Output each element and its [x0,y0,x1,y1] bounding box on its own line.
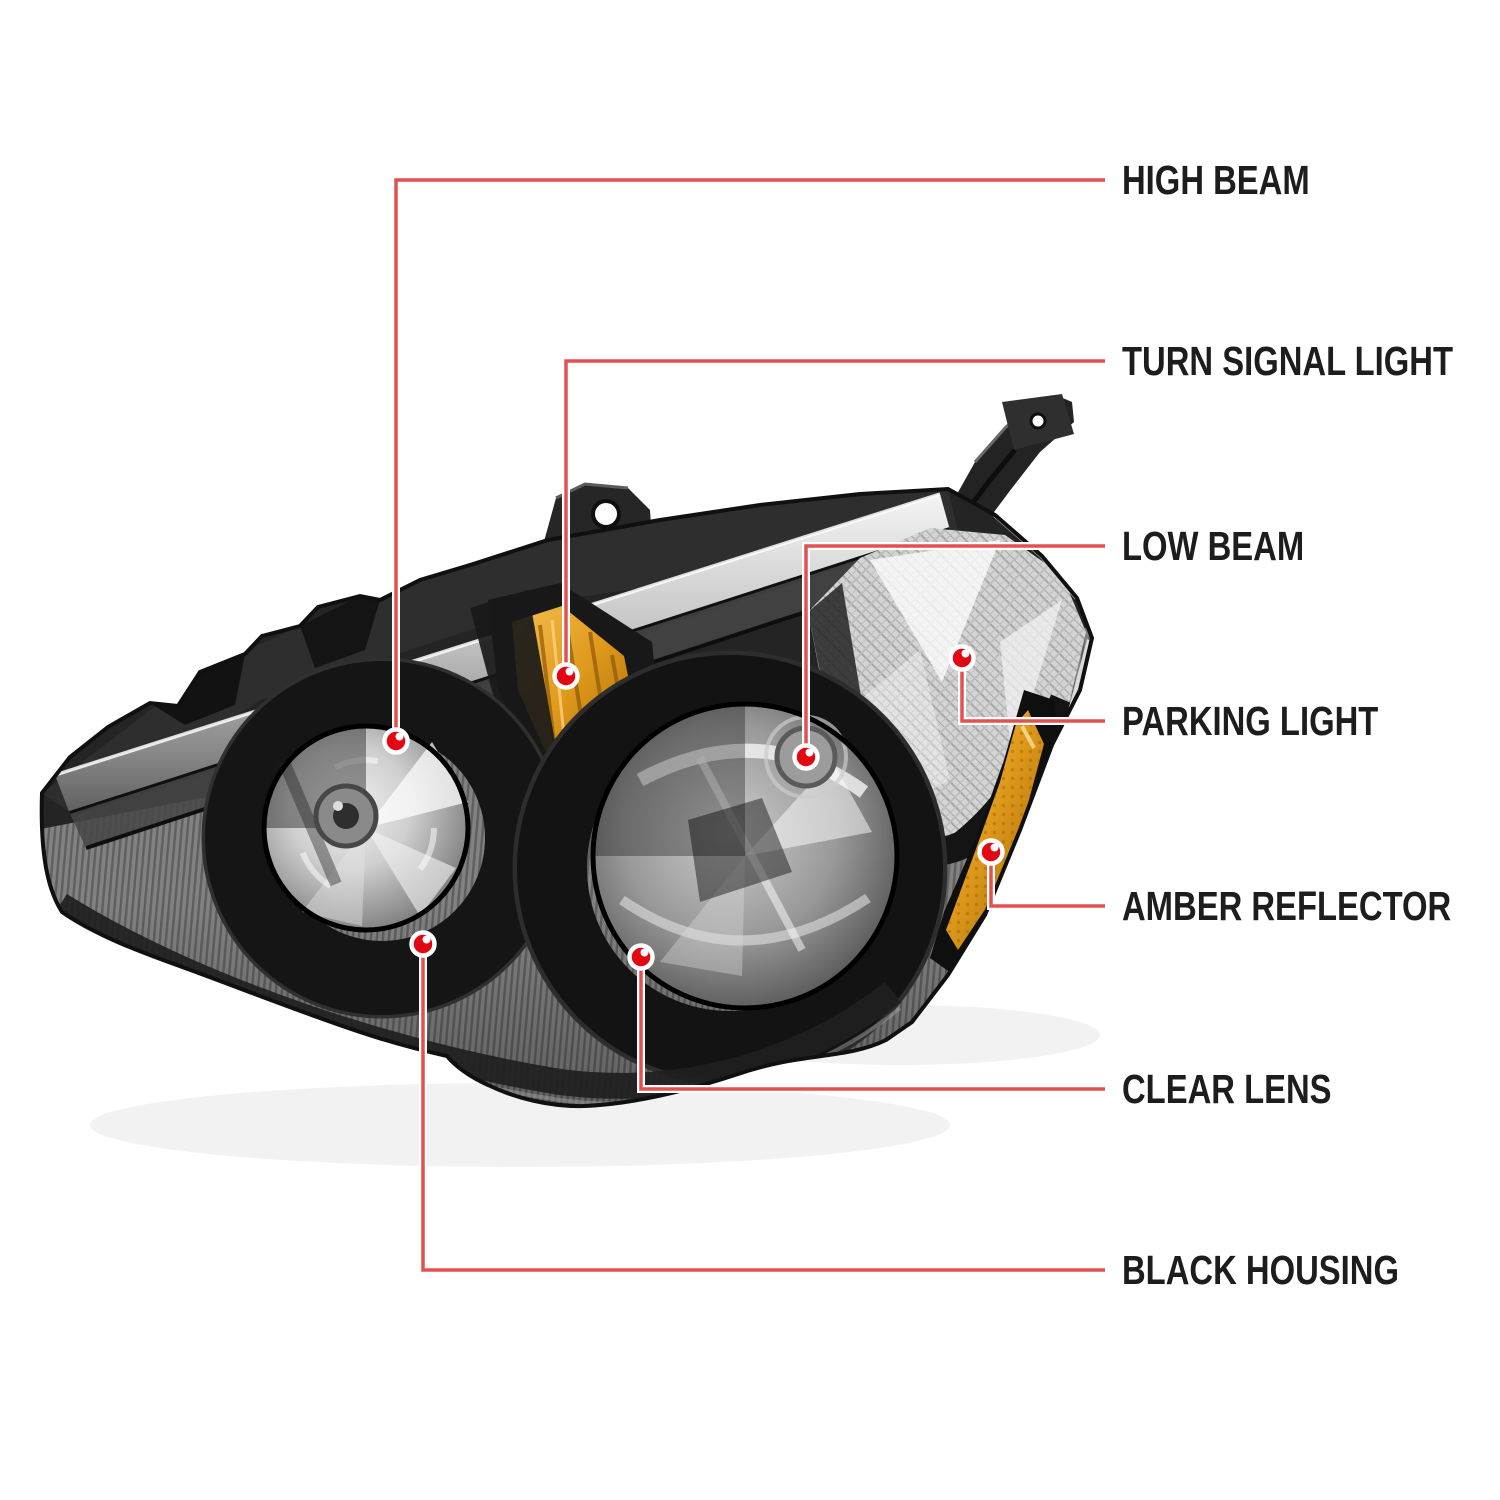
bracket-arm-hole [1029,412,1047,430]
low-beam-lamp [512,650,948,1086]
label-low-beam: LOW BEAM [1122,523,1305,569]
label-black-housing: BLACK HOUSING [1122,1247,1399,1293]
label-turn-signal: TURN SIGNAL LIGHT [1122,338,1454,384]
amber-reflector [930,690,1058,978]
label-parking-light: PARKING LIGHT [1122,698,1379,744]
label-clear-lens: CLEAR LENS [1122,1066,1332,1112]
label-amber-reflector: AMBER REFLECTOR [1122,883,1452,929]
label-high-beam: HIGH BEAM [1122,157,1310,203]
high-beam-lamp [201,657,563,1019]
bracket-hole [591,499,621,529]
